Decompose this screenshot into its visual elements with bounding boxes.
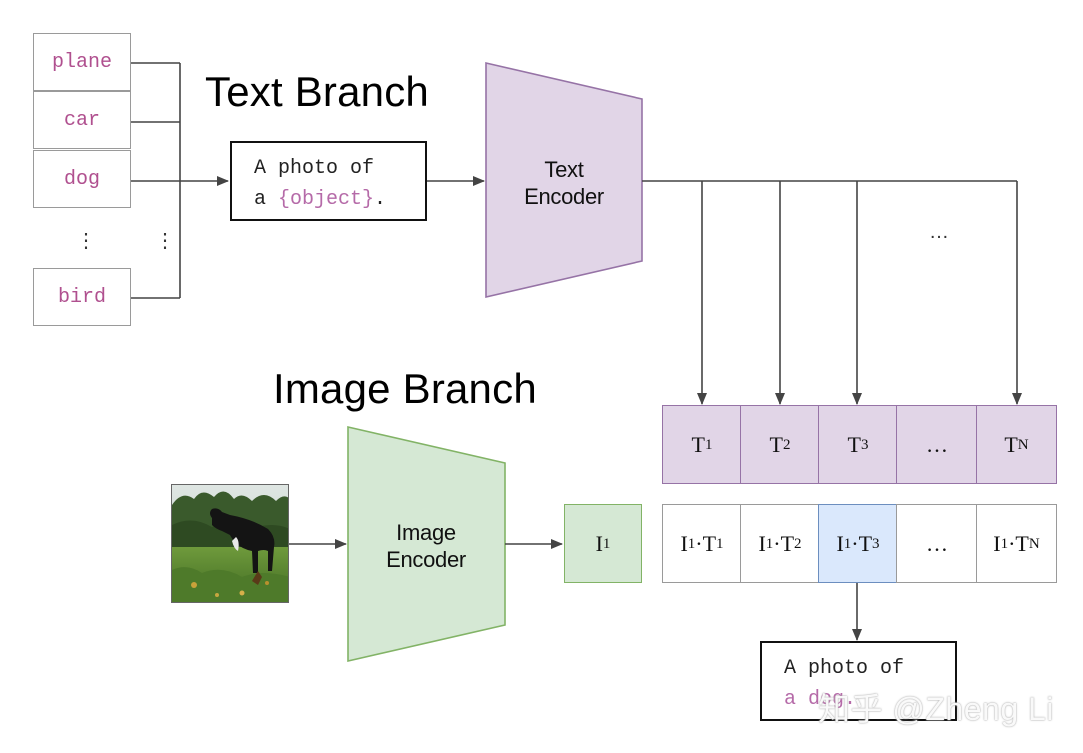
dot-operator: · <box>773 530 781 556</box>
image-branch-title: Image Branch <box>273 365 537 412</box>
bracket-ellipsis: ⋮ <box>155 230 175 252</box>
class-box-dog: dog <box>33 150 131 208</box>
sim-a: I <box>836 530 844 556</box>
class-ellipsis: ⋮ <box>76 230 96 252</box>
prompt-object-placeholder: {object} <box>278 188 375 211</box>
text-feature-fanout <box>642 180 1022 405</box>
prompt-line-1: A photo of <box>254 157 375 180</box>
sim-a: I <box>993 530 1001 556</box>
sim-b: T <box>780 530 795 556</box>
dog-photo-icon <box>172 485 288 602</box>
class-label: car <box>63 108 100 132</box>
sim-a: I <box>680 530 688 556</box>
text-encoder-shape <box>485 61 643 299</box>
dot-operator: · <box>1008 530 1016 556</box>
image-feature-base: I <box>595 530 603 556</box>
sim-b: T <box>702 530 717 556</box>
sim-a: … <box>926 530 948 556</box>
text-encoder-label-line2: Encoder <box>524 184 604 209</box>
sim-b: T <box>1015 530 1029 556</box>
text-encoder-label-line1: Text <box>544 157 584 182</box>
text-feature-base: T <box>1004 431 1018 457</box>
prompt-prefix: a <box>254 188 279 211</box>
fanout-ellipsis: … <box>929 221 949 243</box>
text-feature-base: T <box>769 431 783 457</box>
result-line-2: a dog. <box>784 688 857 711</box>
dot-operator: · <box>851 530 859 556</box>
text-feature-base: T <box>691 431 705 457</box>
image-encoder-shape <box>347 425 506 663</box>
class-box-car: car <box>33 91 131 149</box>
class-label: plane <box>51 50 112 74</box>
class-box-bird: bird <box>33 268 131 326</box>
class-label: dog <box>63 167 100 191</box>
prompt-template-box: A photo of a {object}. <box>230 141 427 221</box>
sim-a: I <box>758 530 766 556</box>
image-encoder-label-line2: Encoder <box>386 547 466 572</box>
dog-photo <box>171 484 289 603</box>
sim-b: T <box>858 530 873 556</box>
result-box: A photo of a dog. <box>760 641 957 721</box>
class-box-plane: plane <box>33 33 131 91</box>
text-feature-base: T <box>847 431 861 457</box>
image-encoder-label: Image Encoder <box>366 519 486 573</box>
text-encoder-label: Text Encoder <box>505 156 623 210</box>
text-feature-cell: … <box>896 405 978 484</box>
text-branch-title: Text Branch <box>205 68 429 115</box>
watermark: 知乎 @Zheng Li <box>818 691 1054 727</box>
image-encoder-label-line1: Image <box>396 520 456 545</box>
dot-operator: · <box>695 530 703 556</box>
similarity-cell: … <box>896 504 978 583</box>
result-line-1: A photo of <box>784 657 905 680</box>
prompt-suffix: . <box>374 188 387 211</box>
class-label: bird <box>57 285 106 309</box>
text-feature-base: … <box>926 431 948 457</box>
